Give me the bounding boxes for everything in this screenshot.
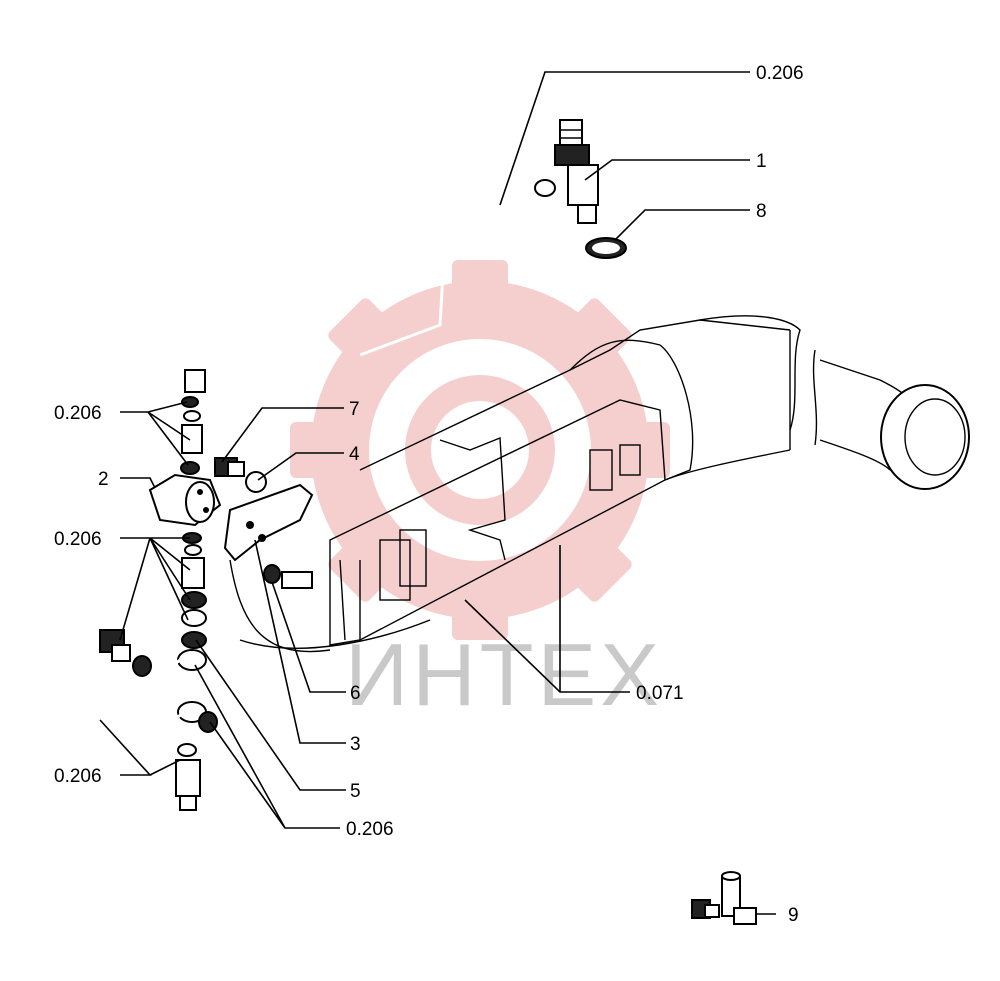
banjo-bolt	[99, 629, 152, 677]
callout-item-1: 1	[756, 151, 767, 172]
callout-item-6: 6	[350, 683, 361, 704]
item-6-bolt	[281, 571, 313, 589]
callout-item-2: 2	[98, 469, 109, 490]
callout-top-hose: 0.206	[756, 63, 804, 84]
watermark-text: ИНТЕХ	[345, 625, 663, 724]
callout-bottom-center: 0.206	[346, 819, 394, 840]
item-1-valve	[554, 119, 599, 224]
item-9-kit-icon	[691, 871, 776, 925]
item-7-bolt	[214, 457, 245, 477]
callout-item-8: 8	[756, 201, 767, 222]
hose-left-upper	[184, 346, 326, 426]
callout-item-7: 7	[349, 399, 360, 420]
hose-top	[359, 179, 556, 357]
callout-item-4: 4	[349, 444, 360, 465]
callout-left-upper: 0.206	[54, 403, 102, 424]
callout-item-5: 5	[350, 781, 361, 802]
item-2-block	[148, 473, 222, 527]
callout-item-3: 3	[350, 734, 361, 755]
hose-left-lower	[80, 597, 186, 722]
item-4-washer	[245, 471, 267, 493]
fitting-stack-lower	[175, 532, 218, 811]
fitting-stack-upper	[180, 396, 203, 475]
leader-lines	[99, 71, 750, 829]
callout-frame: 0.071	[636, 683, 684, 704]
callout-left-lower: 0.206	[54, 766, 102, 787]
watermark-gear-icon	[290, 260, 670, 640]
callout-item-9: 9	[788, 905, 799, 926]
axle-housing	[229, 315, 970, 653]
callout-left-middle: 0.206	[54, 529, 102, 550]
item-3-bracket	[223, 483, 314, 562]
item-6-washer	[263, 564, 281, 584]
